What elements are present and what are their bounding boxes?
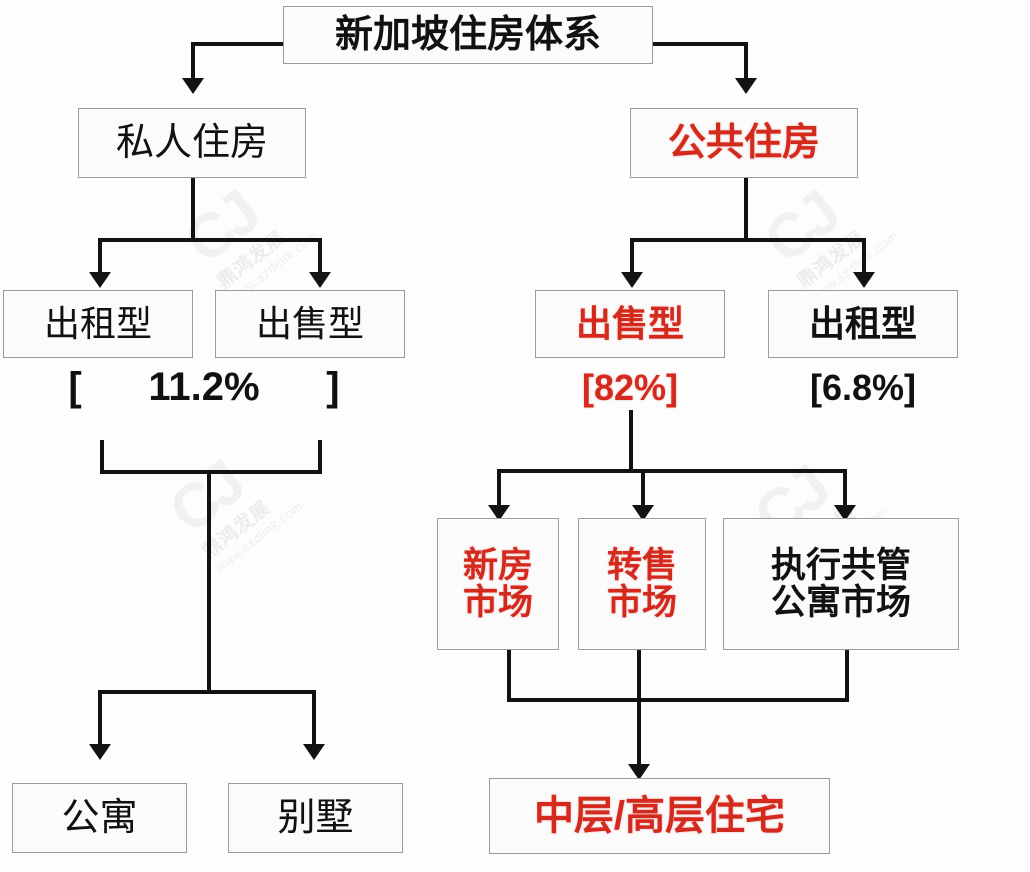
connector-public-sale-stem	[629, 410, 633, 472]
new-home-market-label: 新房 市场	[462, 545, 533, 622]
connector-public-drop-right	[862, 238, 866, 276]
connector-private-stem	[191, 178, 195, 240]
ec-market-label: 执行共管 公寓市场	[770, 545, 911, 622]
resale-market-box[interactable]: 转售 市场	[578, 518, 706, 650]
arrow-to-mid-high-rise	[628, 764, 650, 780]
connector-public-stem	[744, 178, 748, 240]
connector-private-drop-right	[318, 238, 322, 276]
public-rental-label: 出租型	[808, 302, 917, 344]
connector-market-ec-drop	[843, 469, 847, 509]
public-sale-box[interactable]: 出售型	[535, 290, 725, 358]
public-rental-box[interactable]: 出租型	[768, 290, 958, 358]
watermark-logo: CJ	[751, 178, 851, 278]
private-sale-label: 出售型	[255, 302, 364, 344]
watermark-brand: 鼎鸿发展	[793, 226, 870, 293]
connector-markets-bus	[497, 469, 846, 473]
connector-merge-resale	[637, 650, 641, 702]
connector-public-drop-left	[630, 238, 634, 276]
watermark-brand: 鼎鸿发展	[213, 226, 290, 293]
arrow-to-private	[182, 78, 204, 94]
villa-box[interactable]: 别墅	[228, 783, 403, 853]
connector-private-merge-bus	[100, 470, 322, 474]
arrow-to-villa	[303, 744, 325, 760]
connector-market-new-drop	[497, 469, 501, 509]
public-housing-label: 公共住房	[667, 121, 820, 164]
public-rental-share: [6.8%]	[809, 367, 917, 408]
connector-title-right-h	[653, 42, 748, 46]
public-housing-box[interactable]: 公共住房	[630, 108, 858, 178]
villa-label: 别墅	[277, 796, 354, 839]
watermark: CJ 鼎鸿发展 www.szdlmk.com	[172, 163, 321, 305]
connector-public-bus	[630, 238, 866, 242]
ec-market-box[interactable]: 执行共管 公寓市场	[723, 518, 959, 650]
watermark-url: www.szdlmk.com	[212, 497, 306, 576]
private-rental-label: 出租型	[43, 302, 152, 344]
connector-private-drop-left	[98, 238, 102, 276]
connector-merge-bus	[507, 698, 849, 702]
private-housing-label: 私人住房	[115, 121, 268, 164]
arrow-to-public-rental	[853, 272, 875, 288]
watermark: CJ 鼎鸿发展 www.szdlmk.com	[156, 433, 306, 576]
resale-market-label: 转售 市场	[606, 545, 677, 622]
connector-title-left-h	[191, 42, 291, 46]
private-share-label: [ 11.2% ]	[68, 365, 340, 409]
arrow-to-ec-market	[834, 505, 856, 521]
connector-private-split-left	[98, 690, 102, 748]
connector-merge-new	[507, 650, 511, 702]
arrow-to-private-sale	[309, 272, 331, 288]
arrow-to-apartment	[89, 744, 111, 760]
private-rental-box[interactable]: 出租型	[3, 290, 193, 358]
private-sale-box[interactable]: 出售型	[215, 290, 405, 358]
apartment-box[interactable]: 公寓	[12, 783, 187, 853]
arrow-to-resale-market	[632, 505, 654, 521]
watermark: CJ 鼎鸿发展 www.szdlmk.com	[751, 163, 901, 305]
public-sale-share: [82%]	[581, 367, 679, 408]
public-sale-label: 出售型	[575, 302, 684, 344]
connector-private-merge-right	[318, 440, 322, 474]
arrow-to-new-home-market	[488, 505, 510, 521]
connector-private-longstem	[207, 470, 211, 694]
arrow-to-public	[735, 78, 757, 94]
connector-private-split-bus	[98, 690, 316, 694]
connector-title-right-v	[744, 42, 748, 82]
connector-private-bus	[98, 238, 322, 242]
apartment-label: 公寓	[61, 796, 138, 839]
mid-high-rise-box[interactable]: 中层/高层住宅	[489, 778, 830, 854]
connector-market-resale-drop	[641, 469, 645, 509]
connector-private-split-right	[312, 690, 316, 748]
new-home-market-box[interactable]: 新房 市场	[437, 518, 559, 650]
title-box[interactable]: 新加坡住房体系	[283, 6, 653, 64]
title-box-label: 新加坡住房体系	[334, 13, 601, 56]
connector-merge-ec	[845, 650, 849, 702]
private-housing-box[interactable]: 私人住房	[78, 108, 306, 178]
arrow-to-public-sale	[621, 272, 643, 288]
connector-to-mid-high-stem	[637, 698, 641, 768]
watermark-logo: CJ	[156, 448, 256, 548]
connector-private-merge-left	[100, 440, 104, 474]
connector-title-left-v	[191, 42, 195, 82]
mid-high-rise-label: 中层/高层住宅	[533, 793, 786, 838]
arrow-to-private-rental	[89, 272, 111, 288]
